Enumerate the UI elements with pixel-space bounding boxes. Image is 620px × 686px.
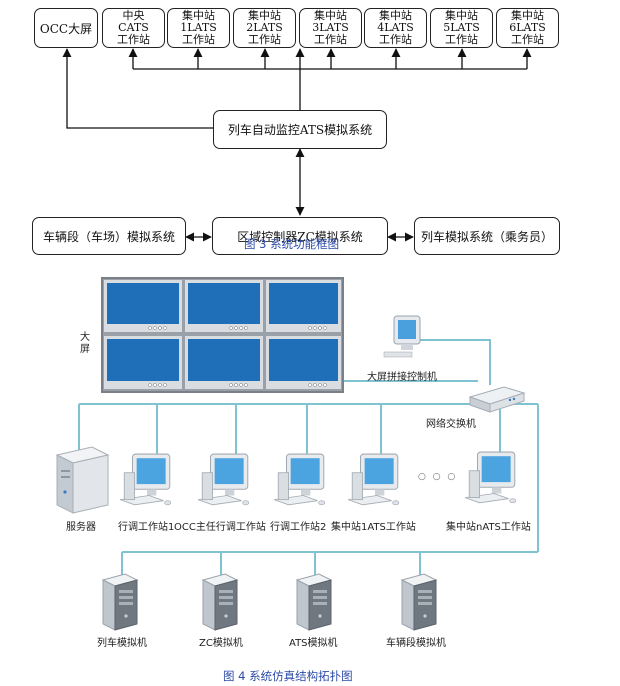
- station4-lats-workstation-box: 集中站 4LATS 工作站: [364, 8, 427, 48]
- ats-simulation-system-box: 列车自动监控ATS模拟系统: [213, 110, 387, 149]
- station6-lats-workstation-box: 集中站 6LATS 工作站: [496, 8, 559, 48]
- central-cats-workstation-box: 中央 CATS 工作站: [102, 8, 165, 48]
- depot-simulation-label: 车辆段（车场）模拟系统: [42, 229, 175, 244]
- ats-simulation-label: 列车自动监控ATS模拟系统: [227, 123, 373, 137]
- network-switch-label: 网络交换机: [426, 419, 476, 430]
- train-simulation-label: 列车模拟系统（乘务员）: [420, 229, 553, 244]
- network-switch-icon: [468, 386, 526, 413]
- zc-simulation-system-box: 区域控制器ZC模拟系统: [212, 217, 388, 255]
- figure4-caption: 图 4 系统仿真结构拓扑图: [223, 669, 353, 683]
- ats-simulator-icon: [296, 573, 332, 631]
- workstation-line-3: 工作站: [182, 33, 215, 46]
- workstation-line-3: 工作站: [248, 33, 281, 46]
- zc-simulator-icon: [202, 573, 238, 631]
- workstation-line-2: 6LATS: [509, 21, 546, 34]
- video-wall-panels: [104, 280, 341, 389]
- splice-controller-label: 大屏拼接控制机: [367, 372, 437, 383]
- train-simulator-label: 列车模拟机: [97, 638, 147, 649]
- figure3-caption: 图 3 系统功能框图: [244, 237, 340, 251]
- station2-lats-workstation-box: 集中站 2LATS 工作站: [233, 8, 296, 48]
- workstation-line-3: 工作站: [314, 33, 347, 46]
- server-label: 服务器: [66, 522, 96, 533]
- station3-lats-workstation-box: 集中站 3LATS 工作站: [299, 8, 362, 48]
- depot-simulator-label: 车辆段模拟机: [386, 638, 446, 649]
- depot-simulator-icon: [401, 573, 437, 631]
- occ-big-screen-box: OCC大屏: [34, 8, 98, 48]
- station1-ats-workstation-icon: [347, 453, 400, 506]
- dispatcher-workstation-1-label: 行调工作站1: [118, 522, 175, 533]
- train-simulator-icon: [102, 573, 138, 631]
- workstation-line-2: 3LATS: [312, 21, 349, 34]
- workstation-line-3: 工作站: [379, 33, 412, 46]
- train-simulation-system-box: 列车模拟系统（乘务员）: [414, 217, 560, 255]
- ellipsis-dots: ○ ○ ○: [418, 472, 458, 482]
- workstation-line-2: 5LATS: [443, 21, 480, 34]
- splice-controller-monitor-icon: [383, 315, 421, 358]
- workstation-line-2: 1LATS: [180, 21, 217, 34]
- occ-chief-dispatcher-workstation-icon: [197, 453, 250, 506]
- stationn-ats-workstation-icon: [464, 451, 517, 504]
- workstation-line-1: 集中站: [314, 9, 347, 22]
- depot-simulation-system-box: 车辆段（车场）模拟系统: [32, 217, 186, 255]
- station1-ats-workstation-label: 集中站1ATS工作站: [331, 522, 416, 533]
- station1-lats-workstation-box: 集中站 1LATS 工作站: [167, 8, 230, 48]
- dispatcher-workstation-1-icon: [119, 453, 172, 506]
- workstation-line-1: 集中站: [511, 9, 544, 22]
- occ-chief-dispatcher-label: OCC主任行调工作站: [174, 522, 266, 533]
- server-tower-icon: [55, 446, 110, 514]
- zc-simulator-label: ZC模拟机: [199, 638, 243, 649]
- ats-simulator-label: ATS模拟机: [289, 638, 338, 649]
- stationn-ats-workstation-label: 集中站nATS工作站: [446, 522, 531, 533]
- workstation-line-3: 工作站: [511, 33, 544, 46]
- dispatcher-workstation-2-icon: [273, 453, 326, 506]
- network-cables: [78, 339, 539, 580]
- workstation-line-2: 2LATS: [246, 21, 283, 34]
- workstation-line-3: 工作站: [445, 33, 478, 46]
- video-wall: [101, 277, 344, 393]
- workstation-line-1: 集中站: [379, 9, 412, 22]
- workstation-line-1: 集中站: [182, 9, 215, 22]
- dispatcher-workstation-2-label: 行调工作站2: [270, 522, 327, 533]
- workstation-line-2: CATS: [118, 21, 149, 34]
- workstation-line-3: 工作站: [117, 33, 150, 46]
- station5-lats-workstation-box: 集中站 5LATS 工作站: [430, 8, 493, 48]
- workstation-line-1: 集中站: [445, 9, 478, 22]
- zc-simulation-label: 区域控制器ZC模拟系统: [237, 229, 363, 244]
- occ-big-screen-label: OCC大屏: [39, 21, 93, 36]
- big-screen-label: 大屏: [80, 332, 90, 355]
- workstation-line-2: 4LATS: [377, 21, 414, 34]
- workstation-line-1: 中央: [122, 9, 145, 22]
- workstation-line-1: 集中站: [248, 9, 281, 22]
